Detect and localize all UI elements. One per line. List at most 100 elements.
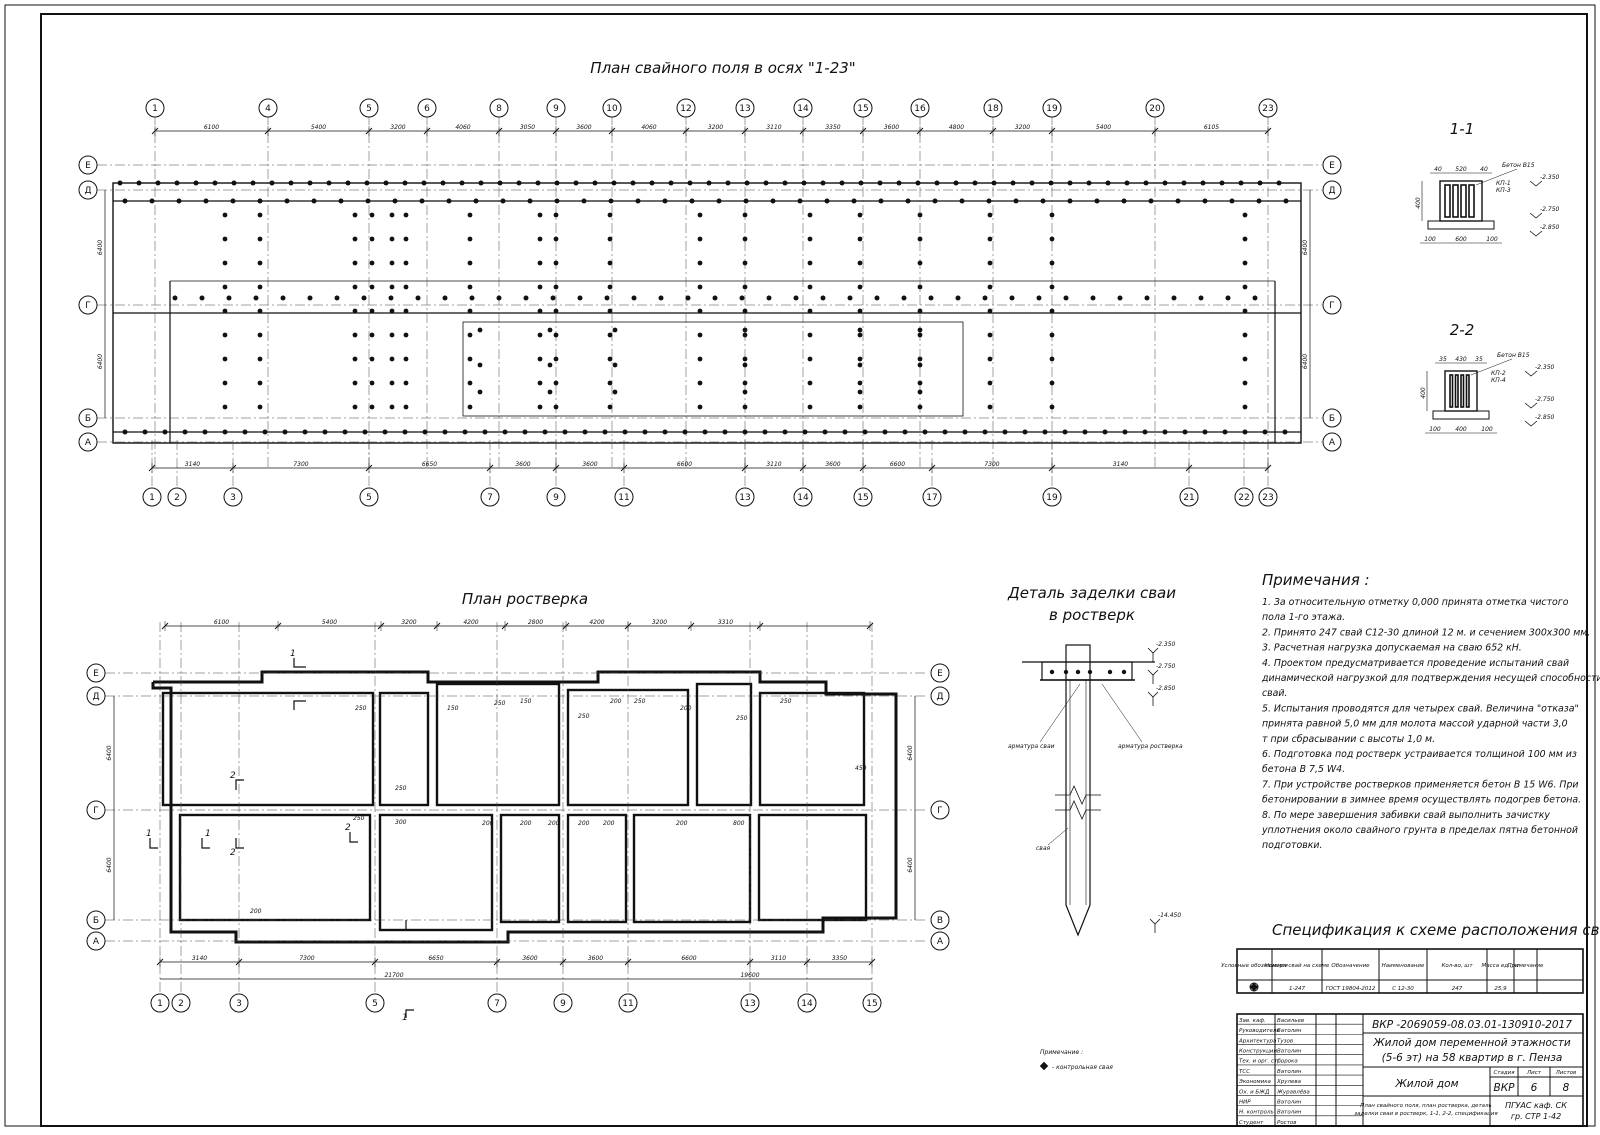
grillage-cell-1	[161, 691, 375, 807]
tb-name: Хрулева	[1276, 1079, 1302, 1085]
pile	[917, 284, 923, 290]
detail-label-grillage-rebar: арматура ростверка	[1118, 743, 1183, 750]
pile	[553, 380, 559, 386]
pile	[822, 429, 828, 435]
pile-top-dim-text: 4060	[641, 124, 656, 131]
pile	[369, 236, 375, 242]
section-1-rebar-cage	[1460, 184, 1467, 218]
pile	[612, 362, 618, 368]
pile	[388, 295, 394, 301]
pile	[203, 198, 209, 204]
svg-text:1: 1	[146, 829, 152, 839]
grillage-outer-beam	[151, 670, 898, 944]
pile	[842, 429, 848, 435]
pile	[807, 356, 813, 362]
pile	[905, 198, 911, 204]
pile	[793, 295, 799, 301]
inner-frame	[40, 13, 1588, 1127]
grillage-top-dim-text: 3200	[401, 619, 416, 626]
grillage-left-row-label: А	[93, 937, 100, 947]
pile-top-axis-label: 4	[265, 104, 271, 114]
pile	[987, 236, 993, 242]
pile	[577, 295, 583, 301]
pile-top-axis-bubble	[853, 98, 873, 118]
pile	[668, 180, 674, 186]
section-2-dim: 35	[1475, 356, 1483, 363]
pile	[527, 198, 533, 204]
doc-code: ВКР -2069059-08.03.01-130910-2017	[1372, 1019, 1572, 1031]
grillage-beam-width: 200	[603, 820, 615, 827]
pile-bottom-axis-label: 2	[174, 493, 180, 503]
grillage-left-row-bubble	[86, 931, 106, 951]
grillage-left-row-label: Г	[93, 806, 99, 816]
pile	[403, 236, 409, 242]
grillage-right-row-bubble	[930, 686, 950, 706]
pile	[635, 198, 641, 204]
pile	[1002, 429, 1008, 435]
pile-top-axis-bubble	[359, 98, 379, 118]
grillage-beam-width: 200	[578, 820, 590, 827]
pile-bottom-axis-label: 5	[366, 493, 372, 503]
pile-top-axis-bubble	[1042, 98, 1062, 118]
pile	[477, 362, 483, 368]
sheet-desc-2: заделки сваи в ростверк, 1-1, 2-2, специ…	[1354, 1111, 1498, 1117]
pile	[352, 236, 358, 242]
tb-role: Архитектура	[1238, 1038, 1277, 1044]
pile	[1049, 236, 1055, 242]
spec-header: Наименование	[1382, 963, 1425, 969]
detail-level-text: -2.850	[1156, 685, 1176, 692]
pile	[482, 429, 488, 435]
pile-bottom-axis-label: 9	[553, 493, 559, 503]
pile	[389, 356, 395, 362]
section-1-rebar-cage	[1468, 184, 1475, 218]
grillage-right-row-label: Г	[937, 806, 943, 816]
pile	[607, 284, 613, 290]
tb-role: Н. контроль	[1239, 1110, 1274, 1116]
detail-grillage-body	[1041, 661, 1133, 681]
pile-top-axis-bubble	[793, 98, 813, 118]
grillage-beam-width: 200	[610, 698, 622, 705]
pile-top-dim-text: 3350	[825, 124, 840, 131]
grillage-beam-width: 200	[680, 705, 692, 712]
tb-name: Ватолин	[1277, 1049, 1302, 1055]
grillage-beam-width: 250	[353, 815, 365, 822]
pile	[352, 404, 358, 410]
grillage-cell-5	[695, 682, 753, 807]
pile	[959, 198, 965, 204]
grillage-total-dim: 21700	[384, 972, 403, 979]
pile	[257, 404, 263, 410]
pile	[917, 404, 923, 410]
pile	[542, 429, 548, 435]
grillage-top-dim-text: 4200	[589, 619, 604, 626]
pile	[742, 404, 748, 410]
detail-label-pile-rebar: арматура сваи	[1008, 743, 1055, 750]
note-line: подготовки.	[1262, 840, 1322, 851]
pile	[1049, 404, 1055, 410]
pile	[631, 295, 637, 301]
pile	[403, 212, 409, 218]
pile	[369, 308, 375, 314]
pile	[257, 198, 263, 204]
pile	[857, 389, 863, 395]
pile	[1182, 429, 1188, 435]
section-cut-numbers: 1 2 1 1 2 2 1	[146, 649, 408, 1023]
pile	[342, 429, 348, 435]
pile	[257, 284, 263, 290]
grillage-top-dim-text: 6100	[214, 619, 229, 626]
pile	[155, 180, 161, 186]
pile-top-dim-text: 3200	[1015, 124, 1030, 131]
tb-name: Ватолин	[1277, 1099, 1302, 1105]
pile-bottom-axis-label: 23	[1262, 493, 1273, 503]
pile	[282, 429, 288, 435]
pile	[642, 429, 648, 435]
pile	[334, 295, 340, 301]
pile	[389, 308, 395, 314]
pile	[1162, 180, 1168, 186]
notes-heading: Примечания :	[1262, 571, 1370, 589]
pile	[807, 332, 813, 338]
pile	[446, 198, 452, 204]
svg-text:1: 1	[205, 829, 211, 839]
section-2-dim: 35	[1439, 356, 1447, 363]
pile-left-row-bubble	[78, 180, 98, 200]
detail-label-pile: свая	[1036, 845, 1051, 852]
